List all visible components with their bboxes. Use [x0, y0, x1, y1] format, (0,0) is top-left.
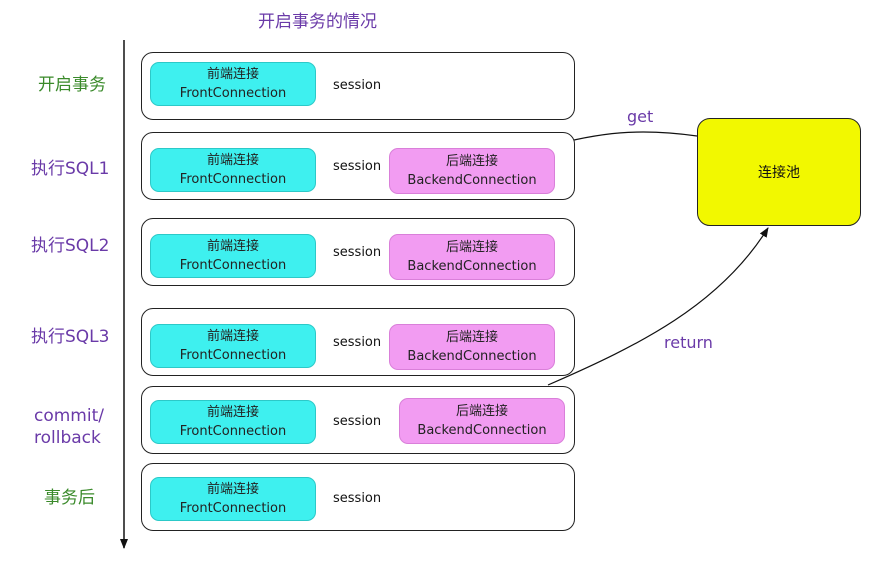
front-connection-line1: 前端连接 — [206, 67, 259, 82]
front-connection-line2: FrontConnection — [179, 348, 287, 363]
step-label-sql1: 执行SQL1 — [31, 159, 110, 179]
diagram-title: 开启事务的情况 — [258, 12, 377, 32]
front-connection: 前端连接 FrontConnection — [150, 234, 316, 278]
backend-connection-line2: BackendConnection — [417, 423, 547, 438]
backend-connection: 后端连接 BackendConnection — [389, 324, 555, 370]
step-label-commit-line2: rollback — [34, 428, 101, 448]
front-connection: 前端连接 FrontConnection — [150, 400, 316, 444]
step-label-commit: commit/ rollback — [34, 405, 104, 449]
front-connection-line1: 前端连接 — [206, 329, 259, 344]
front-connection: 前端连接 FrontConnection — [150, 324, 316, 368]
backend-connection-line2: BackendConnection — [407, 173, 537, 188]
step-label-commit-line1: commit/ — [34, 406, 104, 426]
session-label: session — [333, 245, 382, 260]
session-label: session — [333, 335, 382, 350]
session-label: session — [333, 78, 382, 93]
get-arrow-label: get — [627, 107, 654, 126]
front-connection: 前端连接 FrontConnection — [150, 477, 316, 521]
return-arrow-label: return — [664, 333, 713, 352]
backend-connection-line1: 后端连接 — [445, 154, 498, 169]
connection-pool-label: 连接池 — [758, 165, 800, 181]
front-connection: 前端连接 FrontConnection — [150, 148, 316, 192]
step-label-sql3: 执行SQL3 — [31, 327, 110, 347]
front-connection-line2: FrontConnection — [179, 501, 287, 516]
backend-connection: 后端连接 BackendConnection — [389, 148, 555, 194]
front-connection: 前端连接 FrontConnection — [150, 62, 316, 106]
session-label: session — [333, 159, 382, 174]
session-label: session — [333, 491, 382, 506]
front-connection-line1: 前端连接 — [206, 482, 259, 497]
connection-pool: 连接池 — [697, 118, 861, 226]
front-connection-line1: 前端连接 — [206, 405, 259, 420]
backend-connection-line1: 后端连接 — [455, 404, 508, 419]
step-label-sql2: 执行SQL2 — [31, 236, 110, 256]
front-connection-line2: FrontConnection — [179, 258, 287, 273]
step-label-after: 事务后 — [44, 488, 95, 508]
backend-connection-line2: BackendConnection — [407, 349, 537, 364]
backend-connection-line1: 后端连接 — [445, 240, 498, 255]
front-connection-line2: FrontConnection — [179, 172, 287, 187]
backend-connection: 后端连接 BackendConnection — [389, 234, 555, 280]
backend-connection-line2: BackendConnection — [407, 259, 537, 274]
front-connection-line1: 前端连接 — [206, 239, 259, 254]
backend-connection: 后端连接 BackendConnection — [399, 398, 565, 444]
step-label-begin: 开启事务 — [38, 75, 106, 95]
front-connection-line2: FrontConnection — [179, 424, 287, 439]
backend-connection-line1: 后端连接 — [445, 330, 498, 345]
session-label: session — [333, 414, 382, 429]
front-connection-line2: FrontConnection — [179, 86, 287, 101]
front-connection-line1: 前端连接 — [206, 153, 259, 168]
return-arrow — [547, 227, 769, 386]
